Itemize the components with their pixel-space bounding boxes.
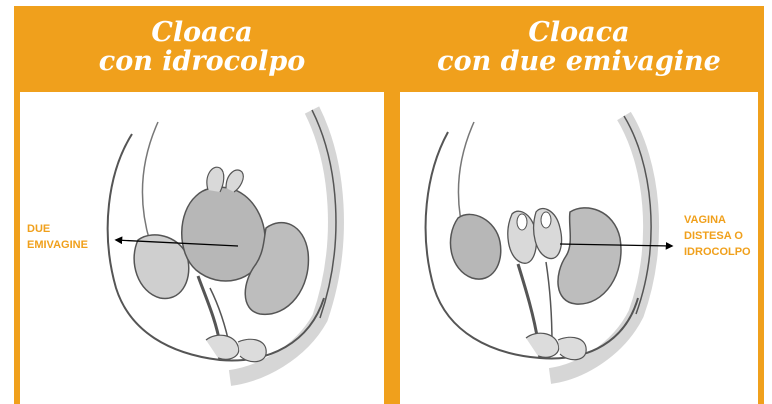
panel-right-title-line2: con due emivagine xyxy=(437,47,721,76)
panel-right-body: VAGINA DISTESA O IDROCOLPO xyxy=(400,92,758,404)
panel-left-title-line1: Cloaca xyxy=(151,18,252,47)
label-vagina-distesa-line1: VAGINA xyxy=(684,212,751,228)
panel-right-title-line1: Cloaca xyxy=(528,18,629,47)
label-vagina-distesa-line2: DISTESA O xyxy=(684,228,751,244)
panel-left: Cloaca con idrocolpo xyxy=(14,6,390,404)
panel-right: Cloaca con due emivagine xyxy=(394,6,764,404)
label-due-emivagine: DUE EMIVAGINE xyxy=(27,221,88,253)
panel-left-title: Cloaca con idrocolpo xyxy=(14,6,390,88)
label-due-emivagine-line2: EMIVAGINE xyxy=(27,237,88,253)
label-vagina-distesa: VAGINA DISTESA O IDROCOLPO xyxy=(684,212,751,260)
label-due-emivagine-line1: DUE xyxy=(27,221,88,237)
label-vagina-distesa-line3: IDROCOLPO xyxy=(684,244,751,260)
panel-left-body: DUE EMIVAGINE xyxy=(20,92,384,404)
figure-frame: Cloaca con idrocolpo xyxy=(14,6,764,404)
panel-right-title: Cloaca con due emivagine xyxy=(394,6,764,88)
panel-left-title-line2: con idrocolpo xyxy=(99,47,305,76)
